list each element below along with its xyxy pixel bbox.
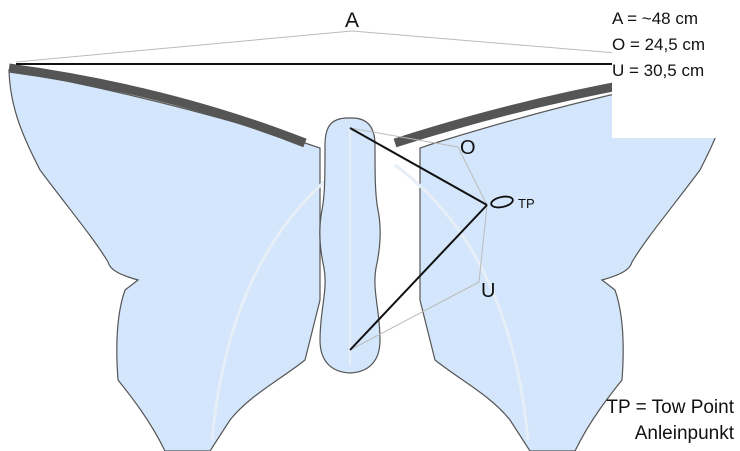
note-tow-point: TP = Tow Point	[606, 397, 734, 418]
left-wing-arc	[210, 163, 346, 441]
label-span: A	[345, 9, 359, 32]
tow-point-loop	[490, 195, 514, 209]
right-wing-arc	[394, 163, 530, 441]
lower-guide	[349, 204, 488, 351]
legend-lower: U = 30,5 cm	[612, 61, 705, 80]
legend-upper: O = 24,5 cm	[612, 35, 706, 54]
span-guide-left	[15, 30, 353, 63]
legend-span: A = ~48 cm	[612, 9, 698, 28]
lower-bridle-line	[349, 204, 488, 351]
legend-panel	[612, 6, 740, 138]
note-anleinpunkt: Anleinpunkt	[634, 423, 734, 444]
upper-bridle-line	[349, 127, 488, 206]
label-lower: U	[481, 280, 495, 302]
upper-guide	[349, 127, 488, 206]
label-tow-point: TP	[518, 196, 535, 211]
label-upper: O	[460, 137, 476, 159]
left-spar	[8, 63, 307, 148]
right-wing	[419, 69, 732, 451]
